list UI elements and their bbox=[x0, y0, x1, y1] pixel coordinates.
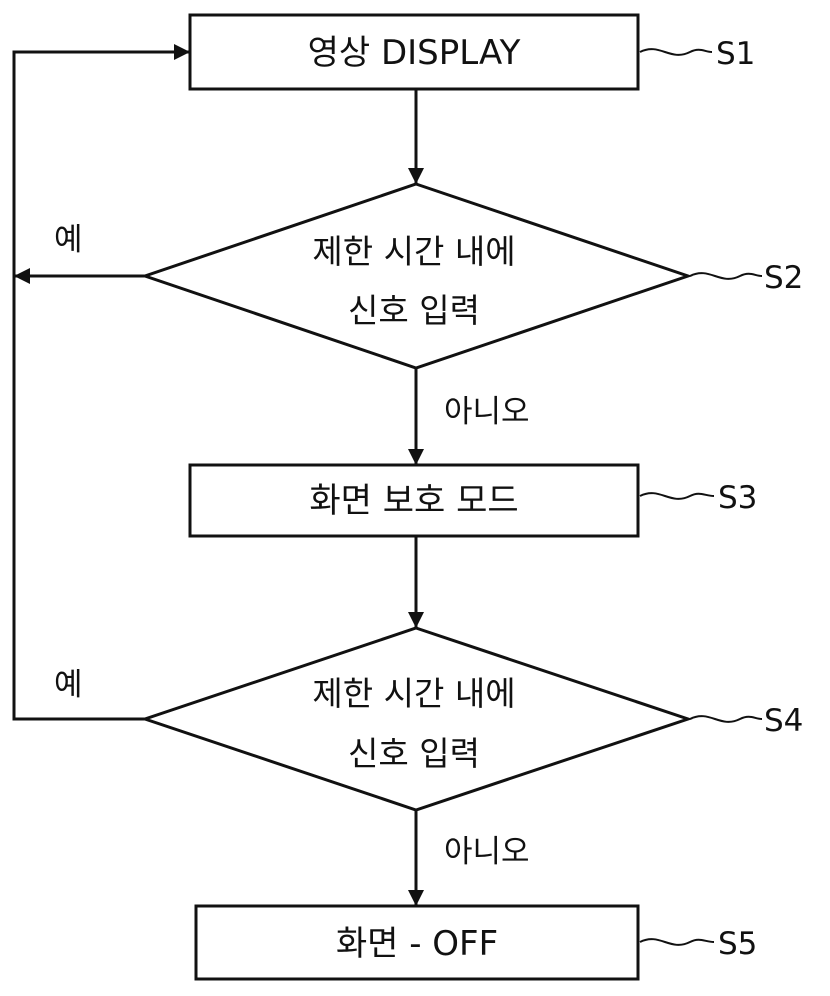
step-s4-line1: 제한 시간 내에 bbox=[312, 674, 515, 713]
step-tag-s2: S2 bbox=[764, 260, 803, 296]
step-tag-s3: S3 bbox=[718, 480, 757, 516]
leader-s1 bbox=[640, 49, 712, 55]
loop-back-line bbox=[14, 52, 190, 719]
step-s4: 제한 시간 내에 신호 입력 S4 예 아니오 bbox=[54, 628, 803, 870]
step-s5: 화면 - OFF S5 bbox=[196, 906, 757, 979]
step-s3-label: 화면 보호 모드 bbox=[309, 481, 518, 521]
no-label-s4: 아니오 bbox=[444, 834, 530, 870]
step-s1-label: 영상 DISPLAY bbox=[308, 33, 521, 73]
step-s5-label: 화면 - OFF bbox=[336, 924, 498, 964]
step-tag-s5: S5 bbox=[718, 926, 757, 962]
no-label-s2: 아니오 bbox=[444, 394, 530, 430]
step-s2-line1: 제한 시간 내에 bbox=[312, 232, 515, 271]
step-tag-s1: S1 bbox=[716, 36, 755, 72]
step-s2-line2: 신호 입력 bbox=[348, 291, 480, 330]
yes-label-s4: 예 bbox=[54, 667, 83, 703]
step-s2: 제한 시간 내에 신호 입력 S2 예 아니오 bbox=[54, 184, 803, 430]
leader-s2 bbox=[690, 273, 762, 279]
leader-s3 bbox=[640, 493, 714, 499]
step-tag-s4: S4 bbox=[764, 703, 803, 739]
yes-label-s2: 예 bbox=[54, 222, 83, 258]
step-s1: 영상 DISPLAY S1 bbox=[190, 15, 755, 89]
step-s3: 화면 보호 모드 S3 bbox=[190, 465, 757, 536]
step-s4-line2: 신호 입력 bbox=[348, 734, 480, 773]
decision-diamond-s4 bbox=[145, 628, 688, 810]
leader-s4 bbox=[690, 716, 762, 722]
leader-s5 bbox=[640, 939, 714, 945]
decision-diamond-s2 bbox=[145, 184, 688, 368]
